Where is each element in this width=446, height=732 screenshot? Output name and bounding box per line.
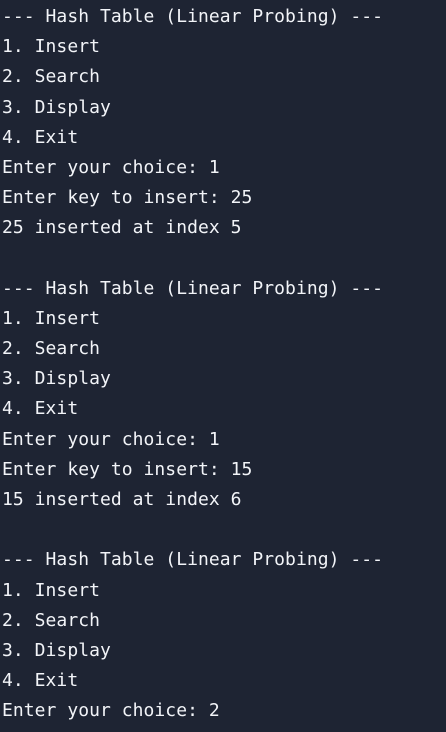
menu-option-display: 3. Display (2, 368, 111, 390)
blank-line (2, 515, 446, 545)
menu-option-exit: 4. Exit (2, 126, 79, 148)
key-prompt: Enter key to insert: 15 (2, 458, 253, 480)
menu-header: --- Hash Table (Linear Probing) --- (2, 277, 384, 299)
menu-option-search: 2. Search (2, 338, 100, 360)
menu-option-search: 2. Search (2, 609, 100, 631)
menu-option-search: 2. Search (2, 66, 100, 88)
menu-option-insert: 1. Insert (2, 579, 100, 601)
menu-option-insert: 1. Insert (2, 36, 100, 58)
choice-prompt-active[interactable]: Enter your choice: 2 (2, 700, 220, 722)
key-prompt: Enter key to insert: 25 (2, 187, 253, 209)
choice-prompt: Enter your choice: 1 (2, 156, 220, 178)
blank-line (2, 244, 446, 274)
insert-result: 25 inserted at index 5 (2, 217, 242, 239)
menu-option-exit: 4. Exit (2, 398, 79, 420)
menu-option-display: 3. Display (2, 639, 111, 661)
menu-option-exit: 4. Exit (2, 670, 79, 692)
insert-result: 15 inserted at index 6 (2, 489, 242, 510)
menu-option-display: 3. Display (2, 96, 111, 118)
choice-prompt: Enter your choice: 1 (2, 428, 220, 450)
menu-header: --- Hash Table (Linear Probing) --- (2, 549, 384, 571)
menu-header: --- Hash Table (Linear Probing) --- (2, 6, 384, 27)
menu-option-insert: 1. Insert (2, 307, 100, 329)
